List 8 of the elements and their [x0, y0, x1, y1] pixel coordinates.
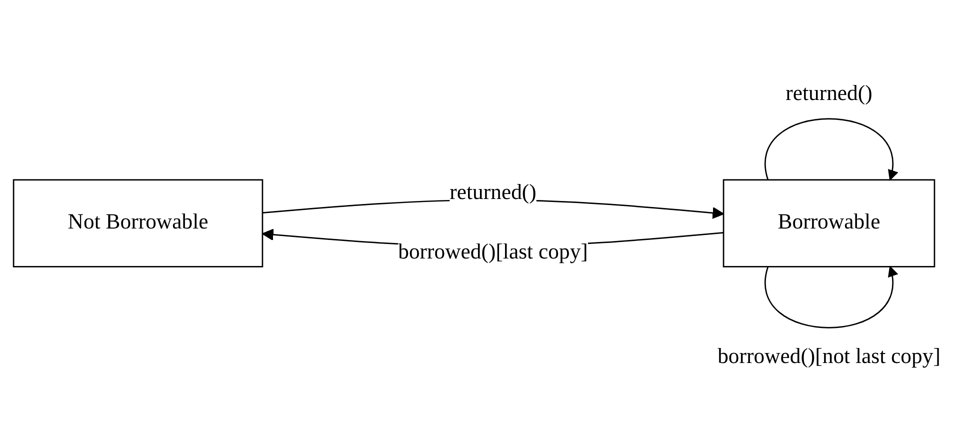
node-box: Not Borrowable [12, 179, 264, 268]
node-box: Borrowable [722, 179, 936, 268]
edge-label: borrowed()[not last copy] [718, 344, 940, 368]
edge-label: borrowed()[last copy] [398, 240, 588, 264]
arrow [764, 266, 897, 328]
arrow [764, 118, 897, 181]
edge-label: returned() [786, 80, 872, 105]
edge-label: returned() [450, 181, 536, 204]
